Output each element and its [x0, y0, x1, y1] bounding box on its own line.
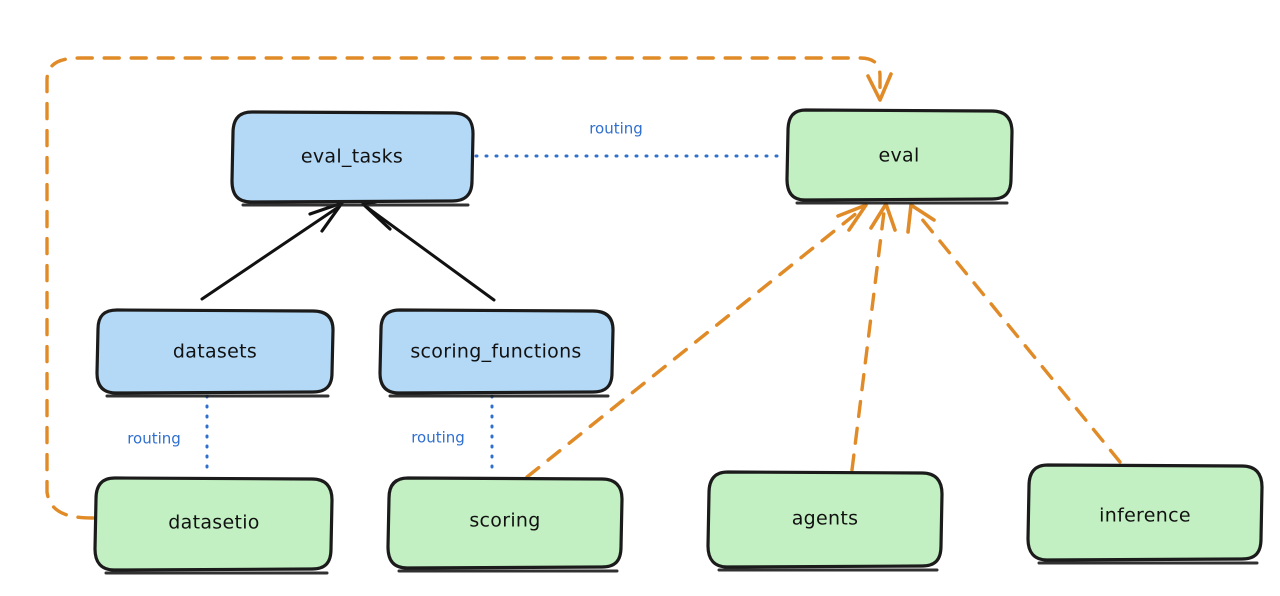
edge-layer: routing routing routing: [45, 56, 1122, 520]
node-layer: eval_tasks eval datasets scoring_functio…: [93, 108, 1264, 575]
node-eval_tasks[interactable]: eval_tasks: [230, 110, 475, 207]
arrowhead-datasetio-eval: [866, 72, 893, 102]
node-datasets-label: datasets: [173, 341, 257, 363]
node-inference-label: inference: [1099, 505, 1191, 527]
node-scoring-shape: [386, 476, 624, 570]
edge-scoring_functions-to-eval_tasks: [361, 196, 496, 302]
node-scoring_functions[interactable]: scoring_functions: [378, 308, 615, 398]
edge-label-routing-middle: routing: [411, 429, 465, 447]
edge-datasets-to-datasetio: routing: [127, 394, 209, 478]
node-agents[interactable]: agents: [706, 470, 944, 572]
node-eval[interactable]: eval: [785, 108, 1014, 205]
edge-scoring-to-eval: [525, 203, 868, 479]
edge-datasetio-to-eval: [45, 56, 893, 520]
node-datasets-shape: [95, 308, 335, 395]
node-inference[interactable]: inference: [1026, 463, 1264, 565]
edge-label-routing-top: routing: [589, 120, 643, 138]
node-scoring[interactable]: scoring: [386, 476, 624, 573]
edge-scoring_functions-to-scoring: routing: [411, 394, 494, 478]
edge-agents-to-eval: [850, 202, 897, 472]
node-inference-shape: [1026, 463, 1264, 562]
node-eval-shape: [785, 108, 1014, 202]
node-datasetio-label: datasetio: [168, 512, 259, 534]
node-scoring-label: scoring: [469, 510, 540, 532]
edge-label-routing-left: routing: [127, 430, 181, 448]
node-datasetio[interactable]: datasetio: [93, 476, 334, 575]
node-scoring_functions-label: scoring_functions: [410, 341, 581, 363]
edge-datasets-to-eval_tasks: [200, 201, 344, 301]
arrowhead-scoring-eval: [836, 203, 868, 232]
node-eval_tasks-shape: [230, 110, 475, 204]
node-eval-label: eval: [878, 145, 919, 167]
edge-inference-to-eval: [906, 203, 1122, 464]
node-datasets[interactable]: datasets: [95, 308, 335, 398]
node-scoring_functions-shape: [378, 308, 615, 395]
node-agents-label: agents: [792, 508, 859, 530]
arrowhead-inference-eval: [906, 203, 936, 234]
edge-eval_tasks-to-eval: routing: [474, 120, 786, 158]
node-eval_tasks-label: eval_tasks: [301, 146, 403, 168]
node-agents-shape: [706, 470, 944, 569]
node-datasetio-shape: [93, 476, 334, 572]
